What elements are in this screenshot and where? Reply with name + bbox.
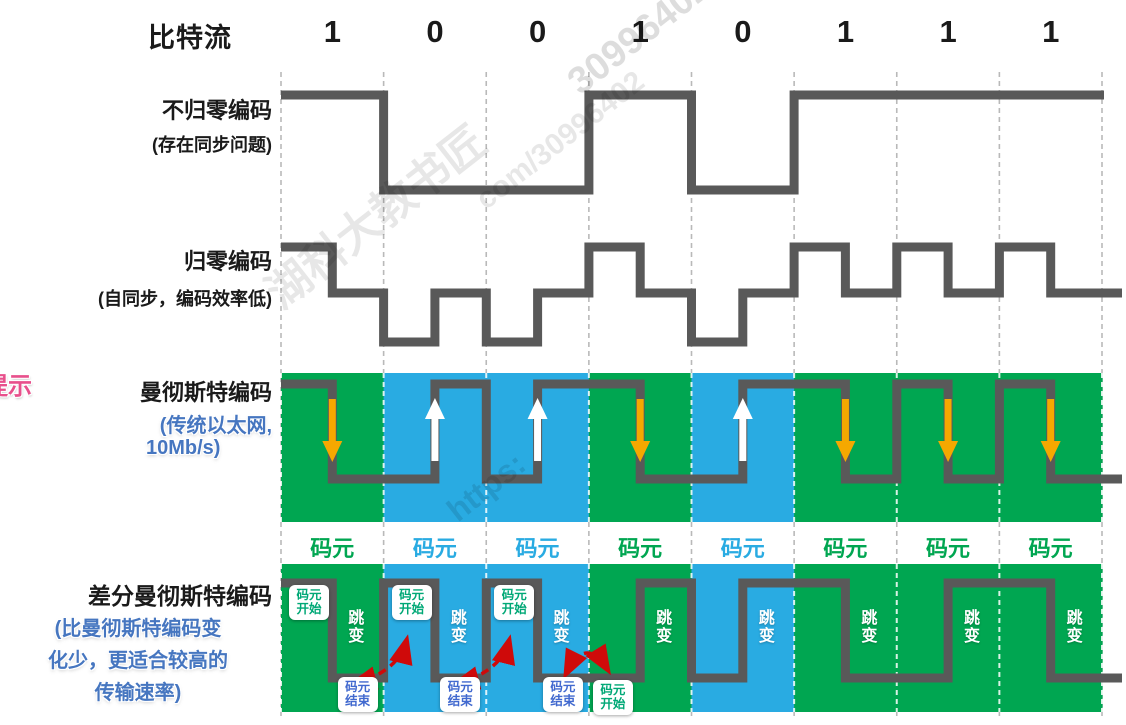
bit-value: 1 <box>323 14 341 49</box>
transition-label: 跳变 <box>758 610 775 646</box>
down-arrow-icon <box>841 399 849 443</box>
bit-value: 1 <box>631 14 649 49</box>
code-element-end-badge: 码元结束 <box>542 677 583 712</box>
bit-stream-label: 比特流 <box>148 23 232 53</box>
bit-value: 1 <box>836 14 855 49</box>
up-arrow-icon <box>732 398 753 419</box>
transition-label: 跳变 <box>553 610 570 646</box>
manchester-title: 曼彻斯特编码 <box>139 380 272 405</box>
down-arrow-icon <box>328 399 336 443</box>
manchester-subtitle-line2: 10Mb/s) <box>146 437 221 459</box>
nrz-waveform <box>281 90 1104 195</box>
bit-value: 0 <box>528 14 547 49</box>
hint-badge: 提示 <box>0 373 32 400</box>
transition-label: 跳变 <box>1066 610 1083 646</box>
diff-manchester-subtitle-line1: (比曼彻斯特编码变 <box>54 618 222 640</box>
code-element-start-badge: 码元开始 <box>592 680 633 715</box>
up-arrow-icon <box>431 417 439 461</box>
diff-manchester-title: 差分曼彻斯特编码 <box>88 583 272 609</box>
code-element-label: 码元 <box>515 536 560 561</box>
code-element-label: 码元 <box>310 536 355 561</box>
up-arrow-icon <box>424 398 445 419</box>
red-dashed-transition-arrow <box>563 643 611 680</box>
up-arrow-icon <box>527 398 548 419</box>
down-arrow-icon <box>1047 399 1055 443</box>
down-arrow-icon <box>938 441 959 462</box>
down-arrow-icon <box>322 441 343 462</box>
rz-waveform <box>281 242 1122 347</box>
code-element-label: 码元 <box>926 536 971 561</box>
transition-label: 跳变 <box>450 610 467 646</box>
bit-value: 1 <box>1042 14 1060 49</box>
up-arrow-icon <box>534 417 542 461</box>
code-element-end-badge: 码元结束 <box>337 677 378 712</box>
rz-subtitle: (自同步，编码效率低) <box>98 289 272 309</box>
diff-manchester-waveform <box>281 578 1122 683</box>
nrz-subtitle: (存在同步问题) <box>152 135 272 155</box>
code-element-start-badge: 码元开始 <box>289 585 329 620</box>
code-element-label: 码元 <box>720 536 765 561</box>
nrz-title: 不归零编码 <box>161 98 272 123</box>
up-arrow-icon <box>739 417 747 461</box>
rz-title: 归零编码 <box>183 249 272 274</box>
code-element-start-badge: 码元开始 <box>391 585 432 620</box>
bit-value: 1 <box>939 14 957 49</box>
down-arrow-icon <box>944 399 952 443</box>
code-element-end-badge: 码元结束 <box>440 677 481 712</box>
manchester-subtitle-line1: (传统以太网, <box>159 415 272 437</box>
transition-label: 跳变 <box>348 610 365 646</box>
transition-label: 跳变 <box>964 610 981 646</box>
transition-label: 跳变 <box>861 610 878 646</box>
down-arrow-icon <box>835 441 856 462</box>
code-element-label: 码元 <box>1028 536 1073 561</box>
bit-value: 0 <box>734 14 752 49</box>
transition-label: 跳变 <box>656 610 673 646</box>
code-element-label: 码元 <box>618 536 663 561</box>
code-element-label: 码元 <box>823 536 868 561</box>
diff-manchester-subtitle-line3: 传输速率) <box>94 682 182 704</box>
down-arrow-icon <box>636 399 644 443</box>
code-element-label: 码元 <box>412 536 457 561</box>
down-arrow-icon <box>1040 441 1061 462</box>
bit-value: 0 <box>426 14 444 49</box>
down-arrow-icon <box>630 441 651 462</box>
diff-manchester-subtitle-line2: 化少，更适合较高的 <box>48 650 228 672</box>
code-element-start-badge: 码元开始 <box>494 585 535 620</box>
